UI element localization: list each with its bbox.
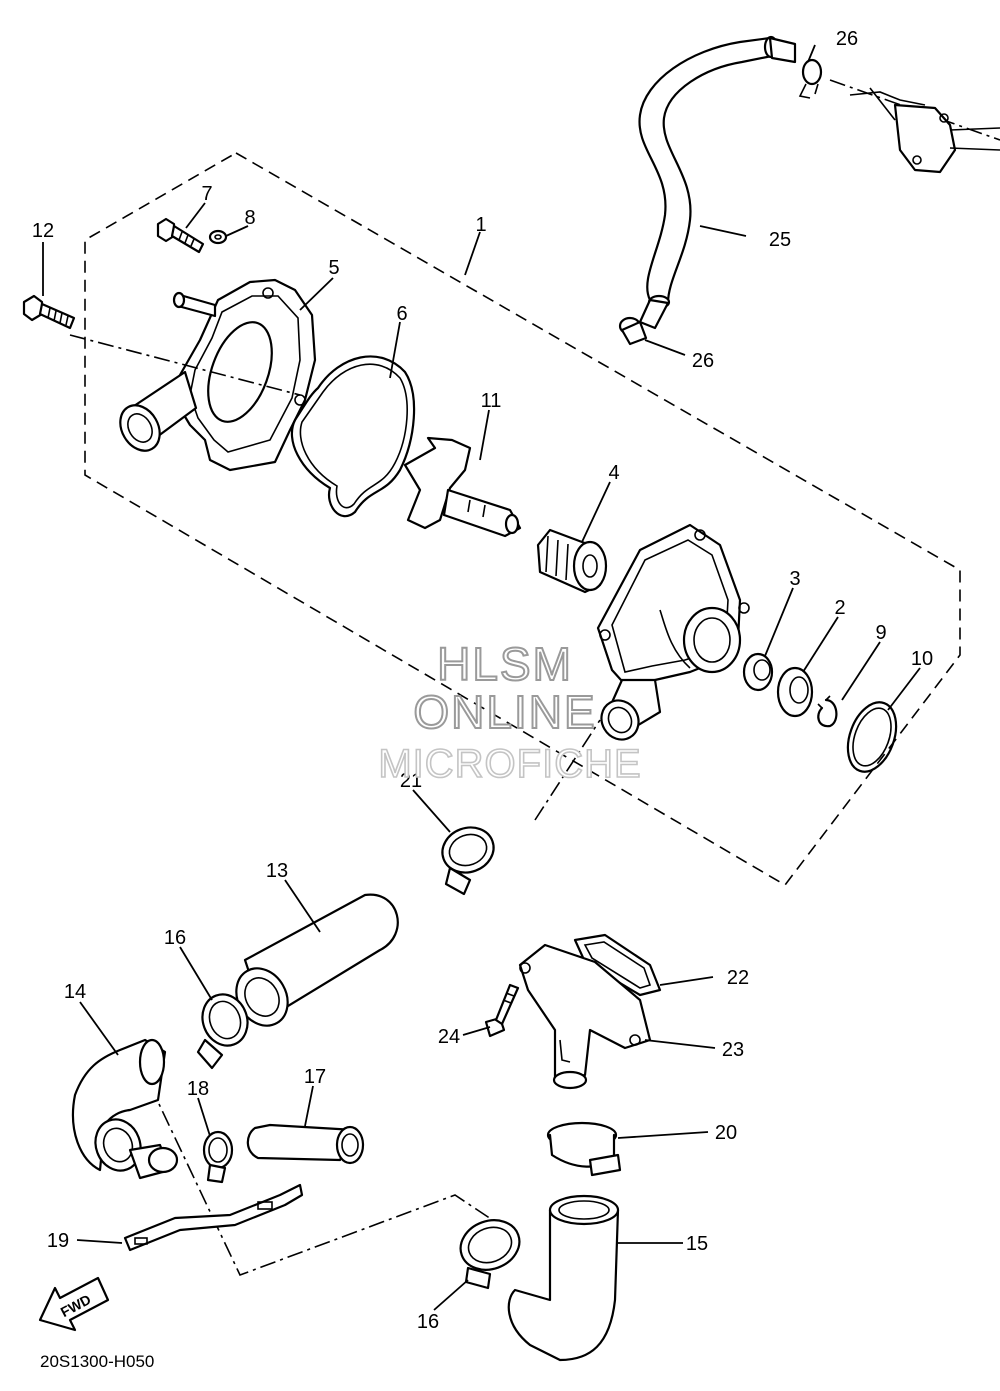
callout-26-lower[interactable]: 26: [692, 350, 714, 372]
part-26-hose-clamp-lower[interactable]: [618, 316, 648, 346]
callout-18[interactable]: 18: [187, 1078, 209, 1100]
callout-24[interactable]: 24: [438, 1026, 460, 1048]
centerline-main: [69, 334, 301, 396]
callout-26-top[interactable]: 26: [836, 28, 858, 50]
callout-7[interactable]: 7: [201, 183, 212, 205]
part-16-hose-clamp-lower[interactable]: [454, 1212, 527, 1290]
callout-8[interactable]: 8: [244, 207, 255, 229]
callout-16-upper[interactable]: 16: [164, 927, 186, 949]
watermark: HLSM ONLINE MICROFICHE: [378, 637, 642, 787]
pump-housing: [596, 523, 750, 741]
callout-20[interactable]: 20: [715, 1122, 737, 1144]
part-8-washer[interactable]: [208, 229, 228, 245]
callout-17[interactable]: 17: [304, 1066, 326, 1088]
callout-2[interactable]: 2: [834, 597, 845, 619]
diagram-code: 20S1300-H050: [40, 1352, 154, 1371]
callout-16-lower[interactable]: 16: [417, 1311, 439, 1333]
callout-13[interactable]: 13: [266, 860, 288, 882]
part-6-o-ring[interactable]: [290, 355, 416, 518]
callout-3[interactable]: 3: [789, 568, 800, 590]
part-21-hose-clamp[interactable]: [436, 820, 500, 896]
part-9-circlip[interactable]: [817, 695, 838, 728]
part-4-mechanical-seal[interactable]: [536, 528, 608, 594]
part-18-hose-clamp[interactable]: [202, 1130, 234, 1184]
centerline-lower: [534, 719, 601, 821]
callout-19[interactable]: 19: [47, 1230, 69, 1252]
callout-10[interactable]: 10: [911, 648, 933, 670]
part-25-bypass-hose[interactable]: [638, 35, 797, 330]
callout-11[interactable]: 11: [481, 390, 502, 412]
callout-9[interactable]: 9: [875, 622, 886, 644]
part-3-bearing[interactable]: [742, 652, 774, 692]
callout-6[interactable]: 6: [396, 303, 407, 325]
part-5-pump-cover[interactable]: [112, 278, 317, 472]
part-15-elbow-hose[interactable]: [507, 1194, 620, 1362]
part-24-bolt[interactable]: [484, 983, 520, 1038]
callout-14[interactable]: 14: [64, 981, 86, 1003]
part-11-impeller[interactable]: [403, 436, 522, 538]
part-17-hose[interactable]: [246, 1123, 365, 1165]
part-16-hose-clamp-upper[interactable]: [195, 988, 254, 1070]
part-14-elbow-hose[interactable]: [71, 1038, 179, 1180]
callout-15[interactable]: 15: [686, 1233, 708, 1255]
callout-5[interactable]: 5: [328, 257, 339, 279]
watermark-line-1: HLSM: [437, 638, 573, 690]
callout-labels: 1 26 25 26 12 7 8 5 6 11 4 3 2 9 10 21 1…: [32, 28, 933, 1333]
watermark-line-3: MICROFICHE: [378, 742, 641, 786]
fwd-arrow-icon: FWD: [38, 1276, 110, 1332]
callout-1[interactable]: 1: [475, 214, 486, 236]
callout-21[interactable]: 21: [400, 770, 422, 792]
part-19-strap[interactable]: [123, 1183, 304, 1252]
leader-lines: [42, 44, 921, 1311]
callout-12[interactable]: 12: [32, 220, 54, 242]
part-7-bolt[interactable]: [156, 217, 205, 254]
callout-23[interactable]: 23: [722, 1039, 744, 1061]
part-2-oil-seal[interactable]: [776, 666, 814, 718]
callout-22[interactable]: 22: [727, 967, 749, 989]
part-13-hose[interactable]: [226, 893, 399, 1035]
part-23-thermostat-cover[interactable]: [518, 943, 652, 1090]
watermark-line-2: ONLINE: [413, 686, 596, 738]
engine-fitting: [829, 79, 1000, 174]
callout-4[interactable]: 4: [608, 462, 619, 484]
part-20-hose-clamp[interactable]: [546, 1121, 622, 1177]
part-26-hose-clamp-top[interactable]: [798, 58, 823, 99]
part-12-bolt[interactable]: [22, 294, 76, 330]
callout-25[interactable]: 25: [769, 229, 791, 251]
part-10-o-ring[interactable]: [839, 696, 905, 779]
